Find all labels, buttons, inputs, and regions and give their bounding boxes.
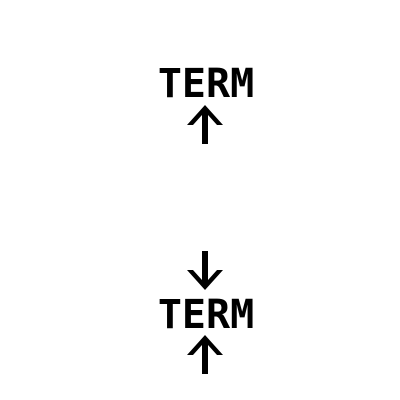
term-label-top: TERM (157, 61, 255, 107)
down-arrow-icon (186, 251, 224, 291)
up-arrow-icon (186, 334, 224, 374)
up-arrow-icon (186, 104, 224, 144)
term-label-bottom: TERM (157, 292, 255, 338)
